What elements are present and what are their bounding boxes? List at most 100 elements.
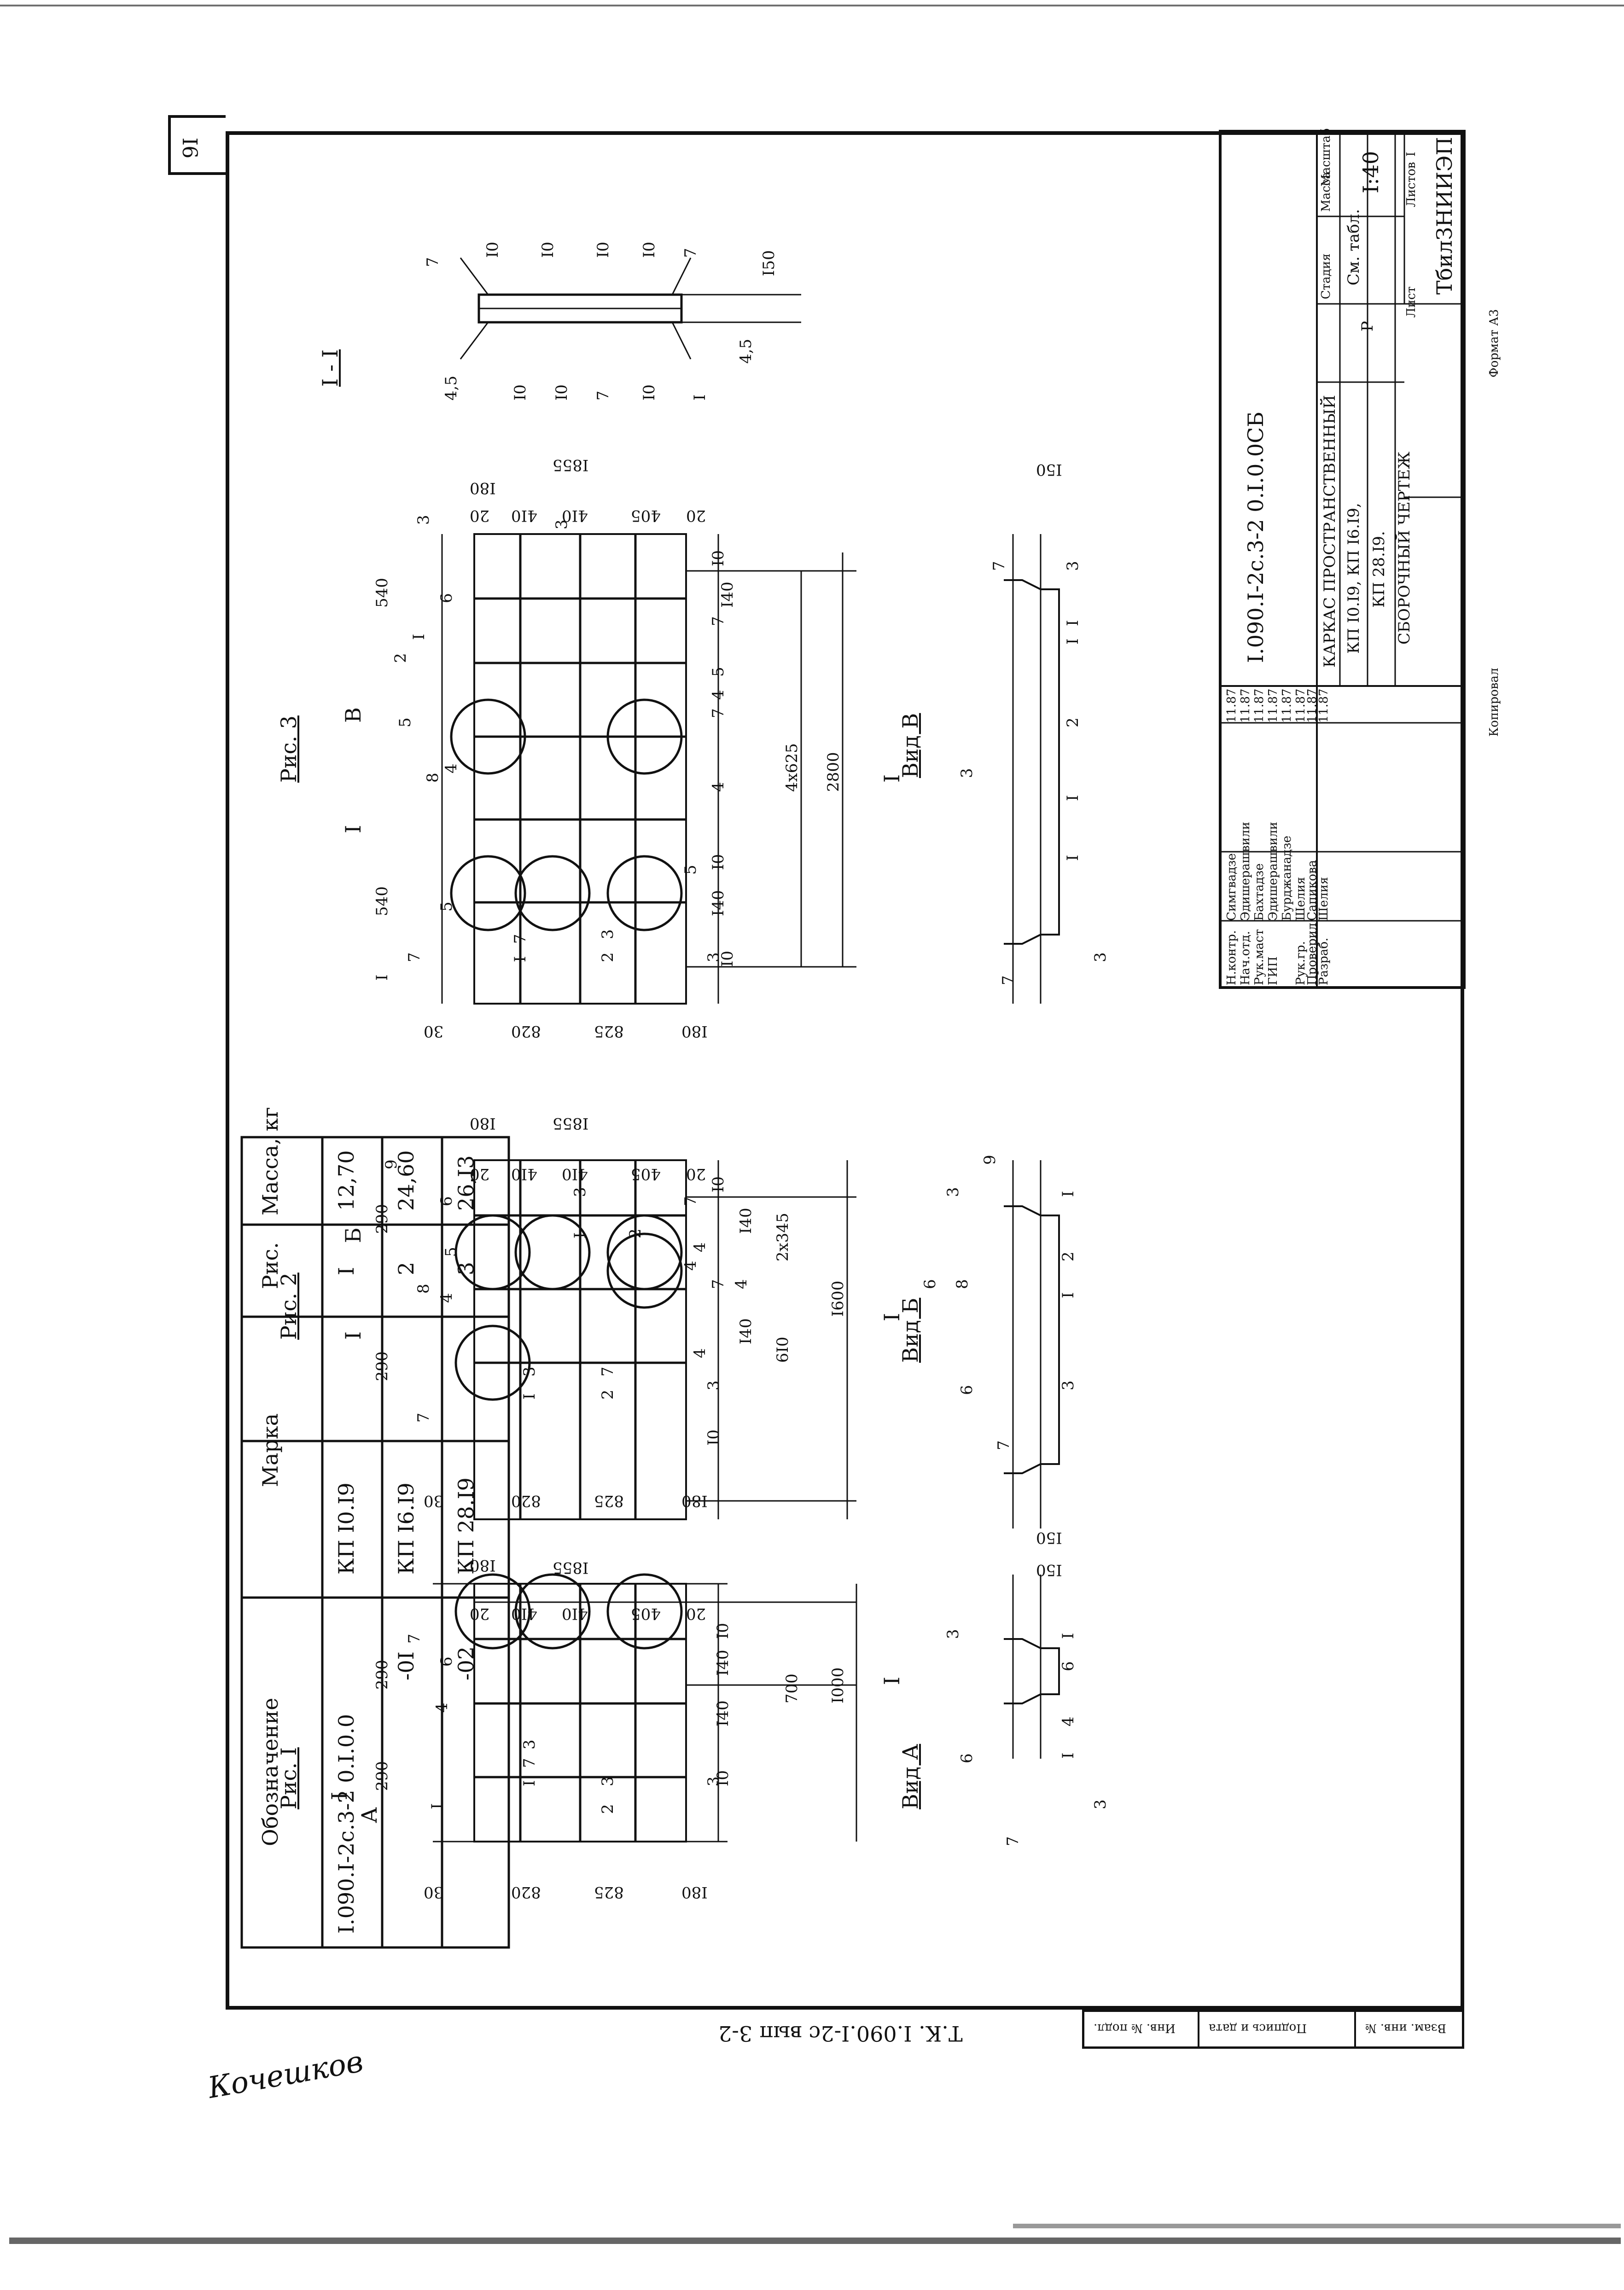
fig2-view-callout-3: 3 (944, 1187, 962, 1197)
fig3-dim-bottom-12: I0 (709, 550, 728, 566)
fig1-view-callout-3b: 3 (1091, 1799, 1110, 1809)
section-top-2: I0 (539, 241, 557, 258)
fig1-callout-7b: 7 (520, 1758, 539, 1768)
fig2-view-callout-3b: 3 (1059, 1380, 1077, 1390)
fig3-dim-bottom-11: I40 (718, 581, 737, 608)
fig3-dim-bottom-4: 5 (681, 865, 700, 875)
fig1-callout-1b: I (520, 1780, 539, 1786)
fig3-callout-5: 5 (437, 901, 456, 912)
spec-row3-fig: 3 (454, 1261, 478, 1275)
series-code: Т.К. I.090.I-2с вып 3-2 (718, 2021, 963, 2046)
fig2-callout-8: 8 (414, 1284, 433, 1294)
fig1-view-callout-3: 3 (944, 1629, 962, 1639)
fig3-view-callout-7: 7 (999, 975, 1018, 985)
fig2-callout-7: 7 (414, 1412, 433, 1423)
fig2-title: Рис. 2 (276, 1273, 301, 1340)
fig3-mark-i-bottom: I (879, 774, 904, 783)
fig2-callout-7b: 7 (599, 1366, 617, 1377)
spec-header-mass: Масса, кг (258, 1107, 283, 1215)
fig2-dim-left-0: 30 (424, 1492, 444, 1510)
fig1-callout-3b: 3 (520, 1739, 539, 1749)
fig3-view-callout-1b: I (1064, 795, 1082, 801)
fig3-dim-bottom-7: 7 (709, 708, 728, 718)
fig1-view-title: Вид А (898, 1744, 923, 1809)
fig2-mark-b: Б (341, 1227, 366, 1243)
fig2-callout-4: 4 (437, 1293, 456, 1303)
section-dim-150: I50 (760, 250, 778, 276)
role-0-title: Н.контр. (1225, 930, 1239, 985)
fig2-dim-right-4: 405 (631, 1165, 661, 1183)
spec-table-grid (240, 1136, 510, 1949)
role-3-title: ГИП (1266, 956, 1280, 985)
fig1-dim-bottom-1: 290 (373, 1660, 391, 1690)
role-1-name: Эдишерашвили (1239, 822, 1252, 921)
section-bottom-4: I (691, 394, 709, 401)
section-top-3: I0 (594, 241, 612, 258)
fig2-dim-bottom-5: 7 (709, 1279, 728, 1289)
fig3-dim-left-1: 820 (511, 1022, 541, 1040)
title-line-3: КП 28.I9. (1370, 531, 1388, 608)
fig3-mark-i-top: I (341, 825, 366, 833)
spec-row2-designation: -0I (394, 1651, 419, 1680)
section-dim-45-a: 4,5 (442, 375, 460, 401)
section-top-4: I0 (640, 241, 658, 258)
fig3-callout-7b: 7 (511, 934, 530, 944)
fig2-callout-6: 6 (437, 1196, 456, 1206)
fig1-dim-left-1: 820 (511, 1883, 541, 1901)
fig1-plan (433, 1573, 1060, 1842)
fig3-mark-v: В (341, 707, 366, 723)
section-title: I - I (318, 349, 343, 387)
fig3-callout-1c: I (511, 956, 530, 962)
fig2-dim-right-2: 4I0 (511, 1165, 537, 1183)
fig3-view-callout-1c: I (1064, 638, 1082, 645)
role-2-name: Бахтадзе (1252, 863, 1266, 921)
scan-noise-band (9, 2238, 1621, 2244)
section-bottom-3: I0 (640, 384, 658, 401)
fig1-dim-right-0: I80 (470, 1556, 496, 1575)
fig1-view-callout-7: 7 (1004, 1836, 1022, 1846)
spec-row1-mark: КП I0.I9 (334, 1482, 359, 1575)
fig2-callout-9: 9 (382, 1159, 401, 1169)
copied-label: Копировал (1487, 668, 1501, 737)
fig3-view-callout-3b: 3 (1091, 952, 1110, 962)
fig3-plan (441, 533, 1060, 1005)
fig1-dim-bottom-2: I40 (714, 1700, 732, 1726)
fig1-callout-1: I (428, 1803, 447, 1809)
spec-row3-designation: -02 (454, 1646, 478, 1680)
fig2-dim-total: I855 (553, 1114, 589, 1133)
fig3-dim-total: I855 (553, 456, 589, 474)
role-4-date: 11.87 (1280, 688, 1294, 723)
spec-row1-fig: I (334, 1267, 359, 1275)
role-7-date: 11.87 (1317, 688, 1331, 723)
fig2-dim-right-5: 20 (686, 1165, 706, 1183)
fig3-dim-bottom-6: 4 (709, 782, 728, 792)
fig3-dim-left-2: 825 (594, 1022, 624, 1040)
section-bottom-1: I0 (553, 384, 571, 401)
fig1-callout-6: 6 (437, 1656, 456, 1667)
fig2-dim-bottom-6: 4 (732, 1279, 751, 1289)
fig3-callout-2b: 2 (599, 952, 617, 962)
fig3-dim-bottom-8: 4 (709, 690, 728, 700)
fig2-mark-i-top: I (341, 1331, 366, 1340)
fig2-dim-bottom-0: 290 (373, 1351, 391, 1381)
title-col-stage: Стадия (1319, 253, 1333, 299)
scan-noise-band-2 (1013, 2224, 1621, 2228)
fig3-callout-6: 6 (437, 593, 456, 603)
fig2-view-title: Вид Б (898, 1297, 923, 1363)
section-top-5: 7 (681, 248, 700, 258)
fig2-callout-7c: 7 (681, 1196, 700, 1206)
section-top-1: I0 (483, 241, 502, 258)
fig3-dim-left-0: 30 (424, 1022, 444, 1040)
fig2-dim-bottom-3: 4 (691, 1348, 709, 1358)
fig2-view-callout-8: 8 (953, 1279, 972, 1289)
fig2-view-callout-7: 7 (995, 1440, 1013, 1450)
fig1-dim-bottom-4: I40 (714, 1650, 732, 1676)
fig3-view-callout-7b: 7 (990, 561, 1008, 571)
title-mass-value: См. табл. (1345, 209, 1363, 285)
fig1-dim-left-0: 30 (424, 1883, 444, 1901)
fig3-callout-3c: 3 (599, 929, 617, 939)
fig3-callout-2: 2 (391, 653, 410, 663)
fig3-dim-bottom-0: 540 (373, 886, 391, 916)
role-2-date: 11.87 (1252, 688, 1266, 723)
